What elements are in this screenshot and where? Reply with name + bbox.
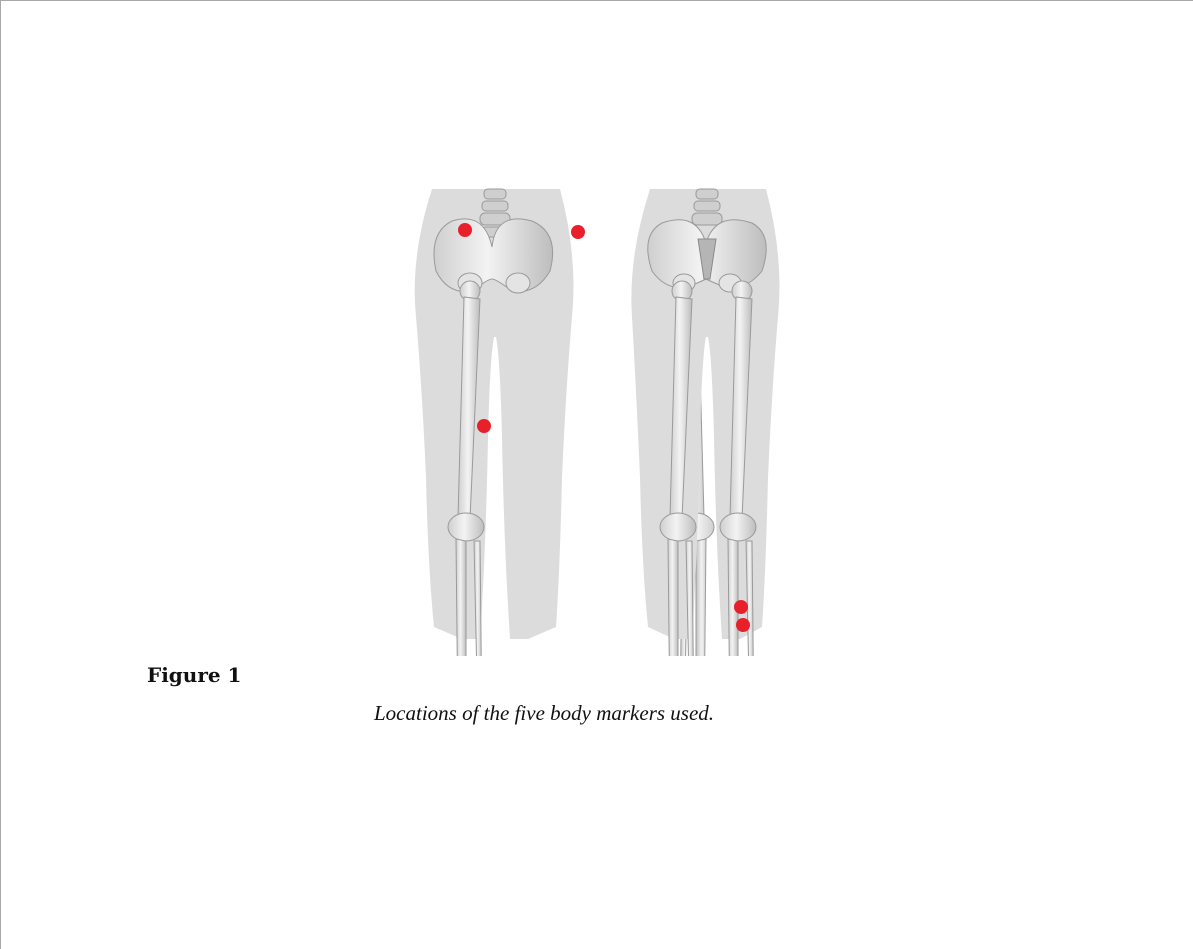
marker-heel-upper: [734, 600, 748, 614]
marker-heel-lower: [736, 618, 750, 632]
figure-caption: Locations of the five body markers used.: [374, 701, 714, 726]
skeleton-illustration: [400, 187, 785, 656]
figure-label: Figure 1: [147, 663, 241, 687]
marker-knee: [477, 419, 491, 433]
marker-right-asis: [458, 223, 472, 237]
marker-left-asis: [571, 225, 585, 239]
